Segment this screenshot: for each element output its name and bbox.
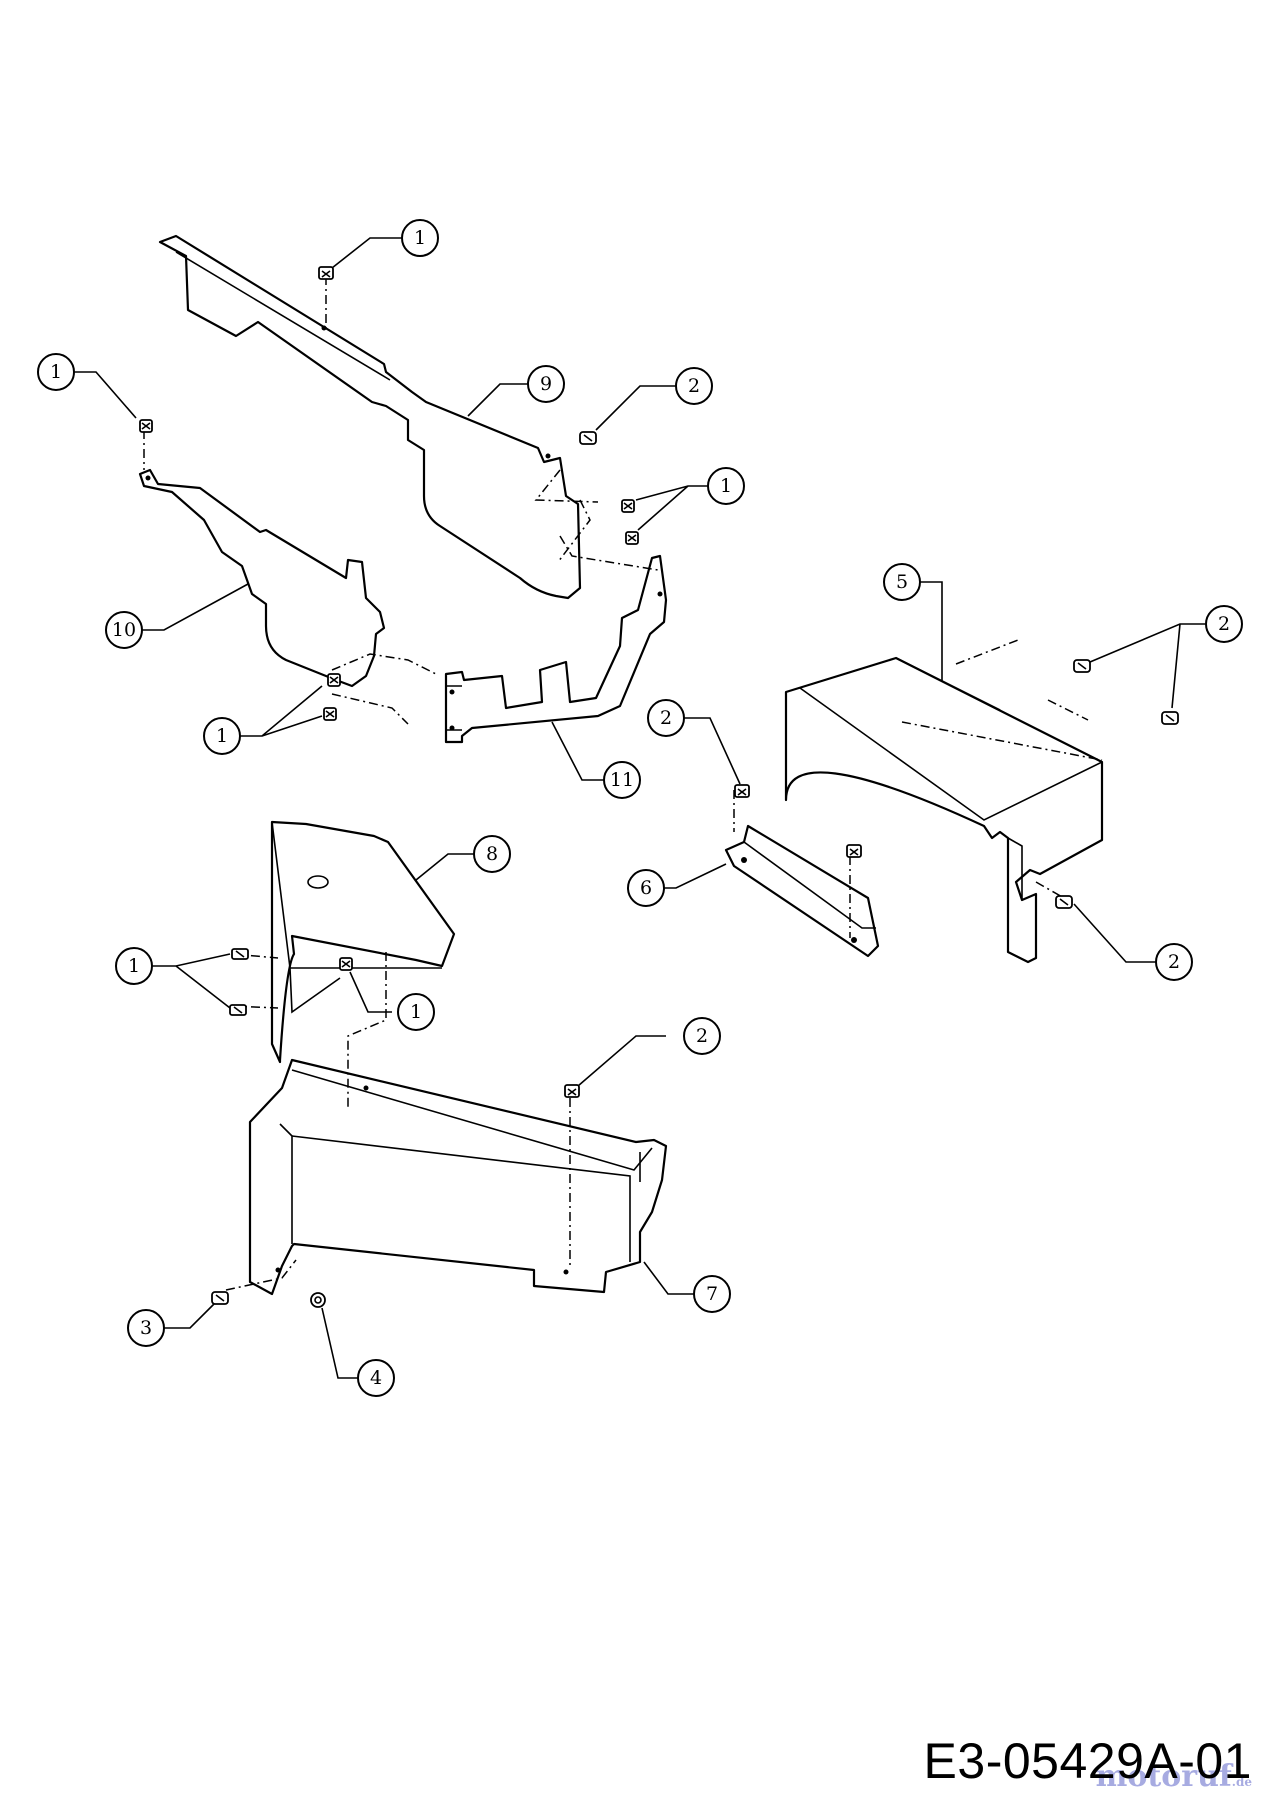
callout-4: 4 — [357, 1359, 395, 1397]
callout-7: 7 — [693, 1275, 731, 1313]
callout-1e: 1 — [115, 947, 153, 985]
screw-icon — [229, 1004, 247, 1016]
leader-lines — [72, 237, 1206, 1379]
svg-text:6: 6 — [640, 877, 652, 899]
part-8[interactable] — [270, 820, 456, 1064]
svg-text:2: 2 — [1168, 951, 1180, 973]
svg-text:1: 1 — [50, 361, 62, 383]
screw-icon — [231, 948, 249, 960]
screw-icon — [211, 1291, 229, 1305]
assembly-lines — [143, 276, 1103, 1291]
part-6[interactable] — [724, 824, 880, 958]
screw-icon — [1161, 711, 1179, 725]
screw-icon — [734, 784, 750, 798]
svg-text:8: 8 — [486, 843, 498, 865]
callout-2e: 2 — [683, 1017, 721, 1055]
callout-1d: 1 — [203, 717, 241, 755]
part-5[interactable] — [784, 656, 1104, 964]
part-9[interactable] — [158, 234, 582, 600]
callout-2a: 2 — [675, 367, 713, 405]
nut-icon — [310, 1292, 326, 1308]
screw-icon — [846, 844, 862, 858]
screw-icon — [318, 266, 334, 280]
svg-text:3: 3 — [140, 1317, 152, 1339]
screw-icon — [323, 707, 337, 721]
screw-icon — [1073, 659, 1091, 673]
screw-icon — [621, 499, 635, 513]
part-7[interactable] — [248, 1058, 668, 1296]
callout-2c: 2 — [647, 699, 685, 737]
callout-8: 8 — [473, 835, 511, 873]
svg-text:9: 9 — [540, 373, 552, 395]
svg-text:1: 1 — [216, 725, 228, 747]
svg-text:1: 1 — [128, 955, 140, 977]
svg-text:1: 1 — [414, 227, 426, 249]
screw-icon — [579, 431, 597, 445]
screw-icon — [339, 957, 353, 971]
svg-text:4: 4 — [370, 1367, 382, 1389]
callout-5: 5 — [883, 563, 921, 601]
svg-text:2: 2 — [1218, 613, 1230, 635]
callout-1a: 1 — [401, 219, 439, 257]
svg-text:2: 2 — [688, 375, 700, 397]
svg-text:2: 2 — [696, 1025, 708, 1047]
part-11[interactable] — [444, 554, 668, 744]
svg-text:2: 2 — [660, 707, 672, 729]
screw-icon — [327, 673, 341, 687]
callout-1b: 1 — [37, 353, 75, 391]
callout-6: 6 — [627, 869, 665, 907]
screw-icon — [1055, 895, 1073, 909]
fasteners — [139, 266, 1179, 1308]
callout-9: 9 — [527, 365, 565, 403]
callout-2b: 2 — [1205, 605, 1243, 643]
svg-text:1: 1 — [410, 1001, 422, 1023]
callout-10: 10 — [105, 611, 143, 649]
svg-text:1: 1 — [720, 475, 732, 497]
callout-2d: 2 — [1155, 943, 1193, 981]
callout-3: 3 — [127, 1309, 165, 1347]
svg-text:5: 5 — [896, 571, 908, 593]
screw-icon — [139, 419, 153, 433]
callout-1f: 1 — [397, 993, 435, 1031]
screw-icon — [564, 1084, 580, 1098]
drawing-number: E3-05429A-01 — [923, 1733, 1252, 1789]
screw-icon — [625, 531, 639, 545]
svg-text:10: 10 — [112, 619, 136, 641]
watermark-logo: motoruf.de — [1095, 1759, 1252, 1794]
part-10[interactable] — [138, 468, 386, 688]
svg-text:11: 11 — [610, 769, 634, 791]
svg-text:7: 7 — [706, 1283, 718, 1305]
callout-1c: 1 — [707, 467, 745, 505]
callout-11: 11 — [603, 761, 641, 799]
